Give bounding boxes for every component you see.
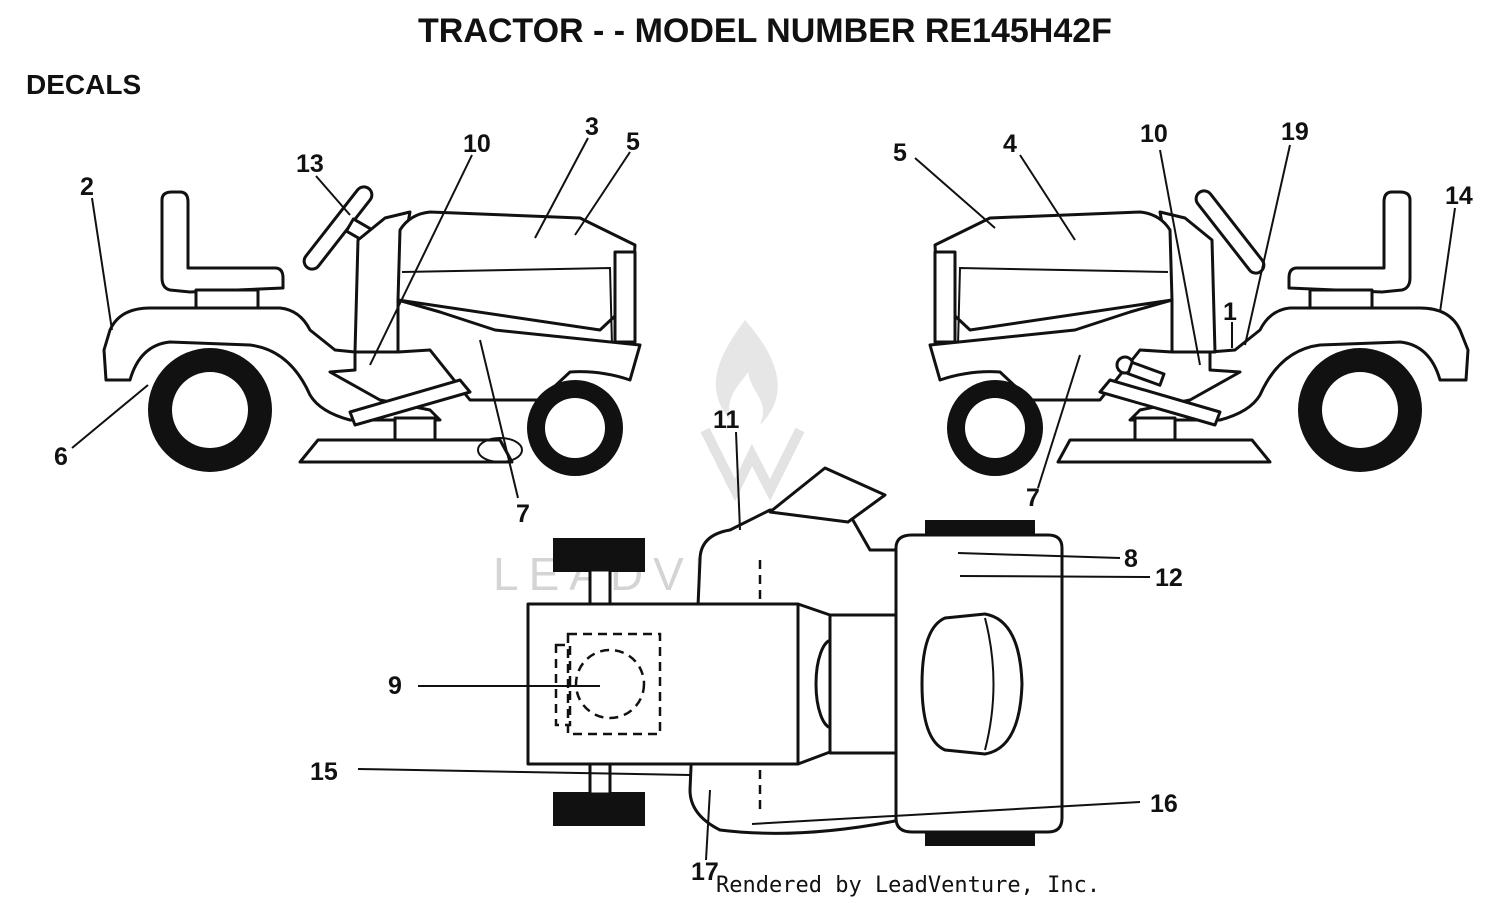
top-leader-lines xyxy=(357,431,1151,861)
callout-9: 9 xyxy=(388,672,402,700)
frame-mid xyxy=(828,613,898,755)
watermark-logo-icon xyxy=(700,427,805,502)
callout-6: 6 xyxy=(54,443,68,471)
callout-16: 16 xyxy=(1150,790,1178,818)
callout-13: 13 xyxy=(296,150,324,178)
seat-outline xyxy=(566,632,662,736)
callout-numbers: 2 13 10 3 5 6 7 5 4 10 19 14 1 7 11 8 12… xyxy=(54,113,1473,886)
callout-5: 5 xyxy=(626,128,640,156)
rear-axle-bottom xyxy=(588,760,612,796)
hood-panel xyxy=(401,266,613,346)
callout-19: 19 xyxy=(1281,118,1309,146)
mower-deck xyxy=(1056,438,1272,464)
mower-deck xyxy=(298,438,514,464)
hood-vent xyxy=(920,612,1024,756)
deck-hanger xyxy=(1133,416,1177,442)
seat xyxy=(160,190,285,294)
right-leader-lines xyxy=(914,144,1456,489)
callout-15: 15 xyxy=(310,758,338,786)
diagram-title: TRACTOR - - MODEL NUMBER RE145H42F xyxy=(418,12,1112,50)
tractor-left-view xyxy=(102,185,642,476)
rear-fender xyxy=(1128,306,1470,422)
watermark-flame-icon xyxy=(715,320,778,425)
grille xyxy=(933,250,957,344)
front-left-tire xyxy=(925,520,1035,534)
callout-14: 14 xyxy=(1445,182,1473,210)
seat-circle xyxy=(574,648,646,720)
callout-3: 3 xyxy=(585,113,599,141)
callout-2: 2 xyxy=(80,173,94,201)
left-leader-lines xyxy=(71,137,631,499)
section-heading: DECALS xyxy=(26,69,141,100)
frame xyxy=(928,298,1174,402)
foot-pedal xyxy=(348,378,472,427)
rear-fender xyxy=(102,306,442,422)
front-right-tire xyxy=(925,832,1035,846)
rear-hub xyxy=(172,372,248,448)
credit-text: Rendered by LeadVenture, Inc. xyxy=(716,873,1100,898)
rear-hub xyxy=(1322,372,1398,448)
callout-5: 5 xyxy=(893,139,907,167)
discharge-chute xyxy=(768,466,887,524)
callout-10: 10 xyxy=(1140,120,1168,148)
hood-panel xyxy=(957,266,1169,346)
callout-10: 10 xyxy=(463,130,491,158)
callout-7: 7 xyxy=(516,500,530,528)
foot-pedal xyxy=(1098,378,1222,427)
seat xyxy=(1287,190,1412,294)
callout-17: 17 xyxy=(691,858,719,886)
key-lever xyxy=(1126,360,1166,387)
front-hub xyxy=(965,398,1025,458)
callout-1: 1 xyxy=(1223,298,1237,326)
rear-left-tire xyxy=(553,538,645,572)
tractor-top-view xyxy=(526,466,1064,846)
callout-11: 11 xyxy=(713,406,740,434)
rear-right-tire xyxy=(553,792,645,826)
deck-hanger xyxy=(393,416,437,442)
rear-body xyxy=(526,602,800,766)
callout-7: 7 xyxy=(1026,484,1040,512)
tractor-right-view xyxy=(928,189,1470,476)
grille xyxy=(613,250,637,344)
steering-wheel xyxy=(302,185,374,271)
callout-4: 4 xyxy=(1003,130,1017,158)
frame xyxy=(396,298,642,402)
front-hub xyxy=(545,398,605,458)
hood-vent-inner xyxy=(984,617,995,751)
callout-8: 8 xyxy=(1124,545,1138,573)
deck-chute xyxy=(477,437,523,463)
callout-12: 12 xyxy=(1155,564,1183,592)
rear-axle-top xyxy=(588,568,612,606)
